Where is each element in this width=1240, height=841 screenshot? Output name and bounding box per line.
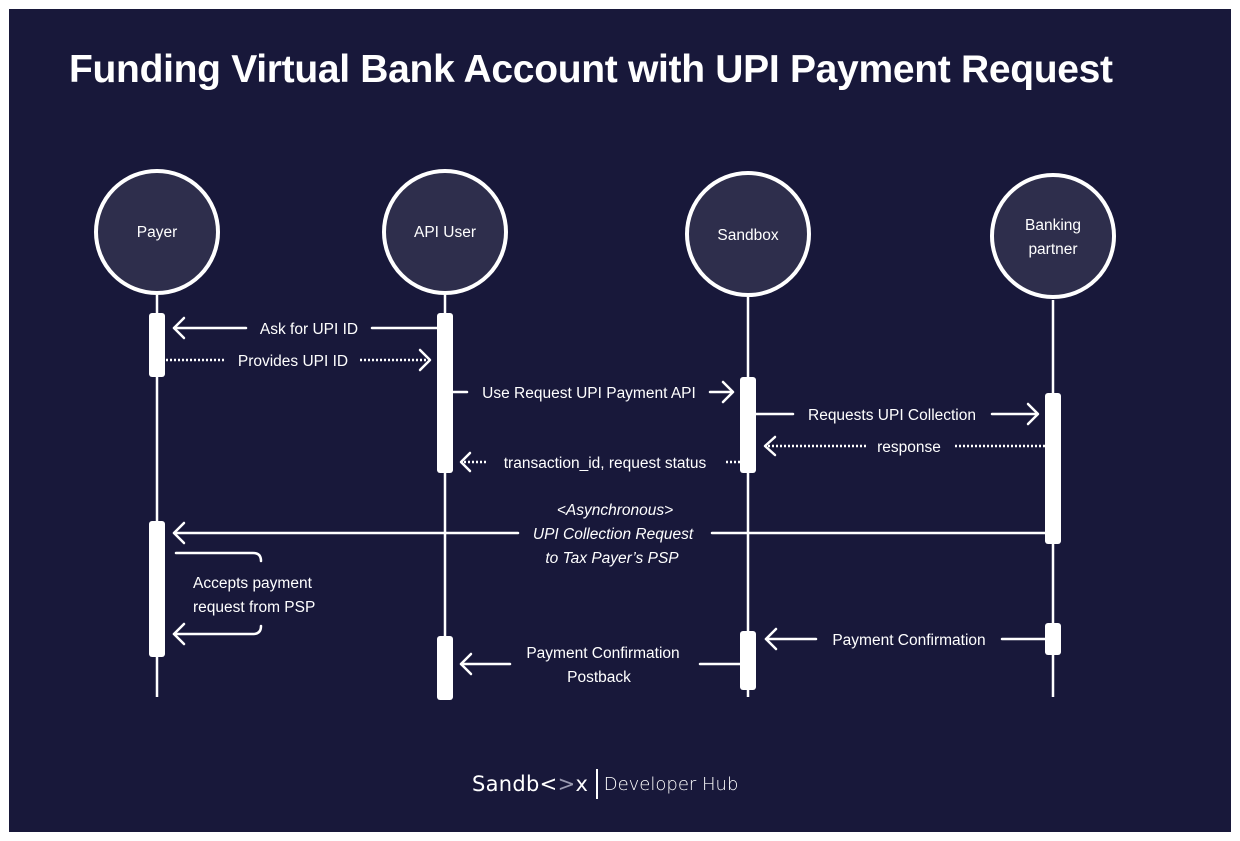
actor-banking-partner: Banking partner <box>990 173 1116 299</box>
label-requests-collection: Requests UPI Collection <box>808 407 976 424</box>
arrowhead-left-icon <box>172 521 186 545</box>
activation-payer-2 <box>149 521 165 657</box>
label-async-line-3: to Tax Payer’s PSP <box>545 550 679 567</box>
label-transaction-status: transaction_id, request status <box>504 455 707 472</box>
diagram-title: Funding Virtual Bank Account with UPI Pa… <box>69 48 1113 91</box>
message-transaction-status <box>459 451 740 473</box>
activation-sandbox-2 <box>740 631 756 690</box>
activation-banking-partner-2 <box>1045 623 1061 655</box>
label-postback-line-2: Postback <box>567 669 631 686</box>
arrowhead-left-icon <box>459 652 473 676</box>
activation-api-user-1 <box>437 313 453 473</box>
arrowhead-left-icon <box>459 451 472 473</box>
label-ask-upi-id: Ask for UPI ID <box>260 321 358 338</box>
message-requests-collection <box>754 402 1040 426</box>
arrowhead-right-icon <box>1026 402 1040 426</box>
label-async-line-1: <Asynchronous> <box>557 502 673 519</box>
label-use-request-api: Use Request UPI Payment API <box>482 385 696 402</box>
actor-payer: Payer <box>94 169 220 295</box>
label-async-line-2: UPI Collection Request <box>533 526 694 543</box>
activation-payer-1 <box>149 313 165 377</box>
sandbox-brand: Sandb<>x <box>472 772 588 796</box>
arrowhead-left-icon <box>172 622 186 646</box>
arrowhead-left-icon <box>172 316 186 340</box>
arrowhead-right-icon <box>418 348 432 372</box>
actor-label: Sandbox <box>717 227 778 244</box>
label-response: response <box>877 439 941 456</box>
activation-api-user-2 <box>437 636 453 700</box>
message-payment-confirmation-postback <box>459 652 742 676</box>
brand-text: Sandb <box>472 772 540 796</box>
arrowhead-right-icon <box>721 380 735 404</box>
arrowhead-left-icon <box>763 435 777 457</box>
label-accepts-line-1: Accepts payment <box>193 575 313 592</box>
actor-label: API User <box>414 224 476 241</box>
brand-bracket-right-icon: > <box>557 772 576 796</box>
label-postback-line-1: Payment Confirmation <box>526 645 679 662</box>
developer-hub-label: Developer Hub <box>603 773 739 795</box>
actor-label: Banking <box>1025 217 1081 234</box>
activation-bars <box>149 313 1061 700</box>
activation-banking-partner-1 <box>1045 393 1061 544</box>
message-ask-upi-id <box>172 316 439 340</box>
label-accepts-line-2: request from PSP <box>193 599 315 616</box>
arrowhead-left-icon <box>764 627 778 651</box>
actor-api-user: API User <box>382 169 508 295</box>
message-accepts-payment <box>172 551 263 646</box>
message-labels: Ask for UPI ID Provides UPI ID Use Reque… <box>193 321 986 686</box>
brand-bracket-left-icon: < <box>539 772 558 796</box>
footer-divider <box>596 769 598 799</box>
actor-label: partner <box>1028 241 1077 258</box>
activation-sandbox-1 <box>740 377 756 473</box>
label-payment-confirmation: Payment Confirmation <box>832 632 985 649</box>
message-provides-upi-id <box>166 348 432 372</box>
message-use-request-api <box>451 380 735 404</box>
actor-sandbox: Sandbox <box>685 171 811 297</box>
actor-label: Payer <box>137 224 178 241</box>
message-payment-confirmation <box>764 627 1047 651</box>
footer-logo: Sandb<>x Developer Hub <box>472 768 738 800</box>
diagram-background <box>9 9 1231 832</box>
label-provides-upi-id: Provides UPI ID <box>238 353 348 370</box>
message-upi-collection-request <box>172 521 1047 545</box>
message-response <box>763 435 1045 457</box>
brand-text-end: x <box>575 772 589 796</box>
